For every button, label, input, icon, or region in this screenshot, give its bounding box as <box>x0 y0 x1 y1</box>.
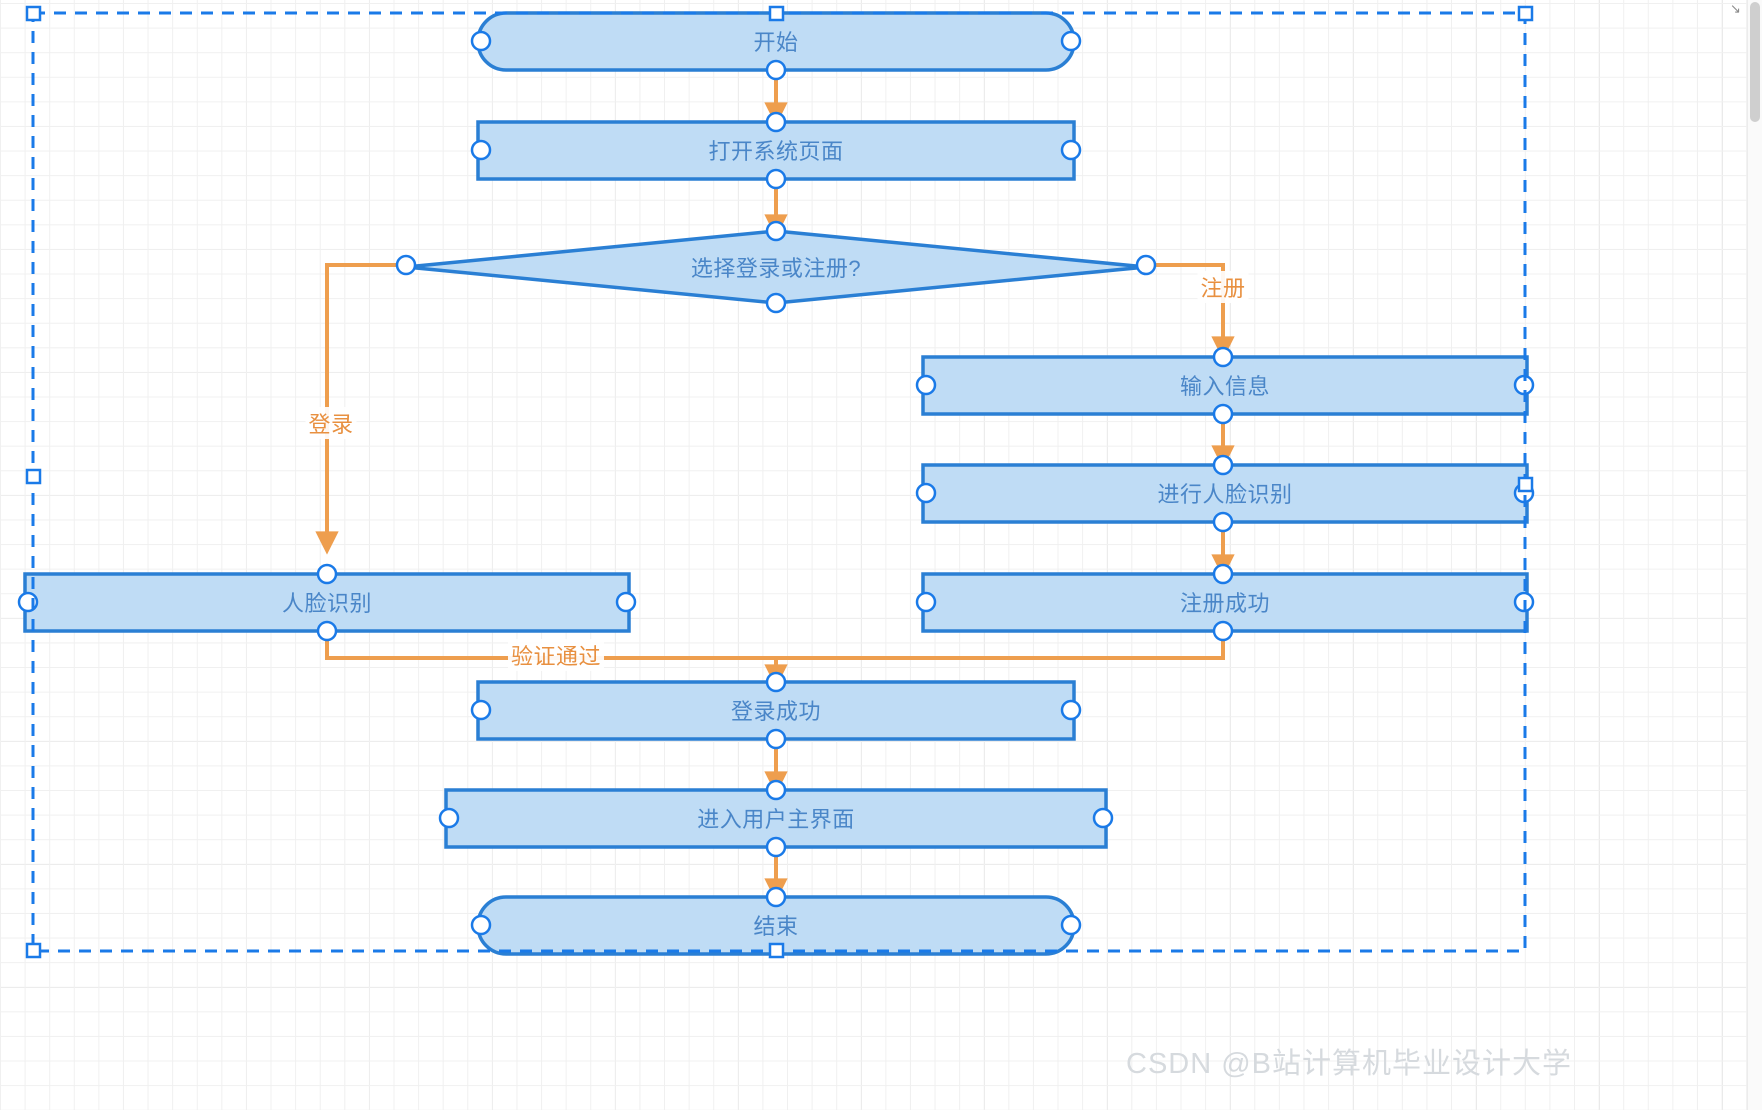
port-open-page-top[interactable] <box>765 111 787 133</box>
edge-label-verify-passed: 验证通过 <box>507 639 605 671</box>
resize-handle-top-left[interactable] <box>25 5 42 22</box>
port-end-left[interactable] <box>470 914 492 936</box>
port-input-info-bottom[interactable] <box>1212 403 1234 425</box>
port-do-face-bottom[interactable] <box>1212 511 1234 533</box>
port-face-login-bottom[interactable] <box>316 620 338 642</box>
edge-label-register: 注册 <box>1197 271 1249 303</box>
port-do-face-left[interactable] <box>915 482 937 504</box>
port-decision-bottom[interactable] <box>765 292 787 314</box>
vertical-scrollbar[interactable] <box>1747 0 1762 1110</box>
port-reg-success-top[interactable] <box>1212 563 1234 585</box>
resize-handle-bottom-left[interactable] <box>25 942 42 959</box>
port-user-home-right[interactable] <box>1092 807 1114 829</box>
port-user-home-left[interactable] <box>438 807 460 829</box>
port-start-right[interactable] <box>1060 30 1082 52</box>
port-login-ok-left[interactable] <box>470 699 492 721</box>
port-decision-right[interactable] <box>1135 254 1157 276</box>
resize-corner-icon: ↘ <box>1730 1 1741 16</box>
port-do-face-top[interactable] <box>1212 454 1234 476</box>
port-user-home-top[interactable] <box>765 779 787 801</box>
port-face-login-top[interactable] <box>316 563 338 585</box>
edge-reg-success-to-login-ok <box>776 631 1225 660</box>
port-login-ok-right[interactable] <box>1060 699 1082 721</box>
port-face-login-right[interactable] <box>615 591 637 613</box>
port-login-ok-top[interactable] <box>765 671 787 693</box>
port-input-info-top[interactable] <box>1212 346 1234 368</box>
port-login-ok-bottom[interactable] <box>765 728 787 750</box>
port-reg-success-left[interactable] <box>915 591 937 613</box>
port-start-bottom[interactable] <box>765 59 787 81</box>
port-decision-top[interactable] <box>765 220 787 242</box>
edge-label-login: 登录 <box>305 407 357 439</box>
edge-decision-to-input-info <box>1146 263 1235 360</box>
resize-handle-mid-left[interactable] <box>25 468 42 485</box>
resize-handle-bottom-center[interactable] <box>768 942 785 959</box>
port-open-page-bottom[interactable] <box>765 168 787 190</box>
nodes-group <box>23 11 1529 956</box>
resize-handle-mid-right[interactable] <box>1517 476 1534 493</box>
edge-decision-to-face-login <box>315 263 404 555</box>
port-end-top[interactable] <box>765 886 787 908</box>
vertical-scrollbar-thumb[interactable] <box>1750 2 1760 122</box>
port-decision-left[interactable] <box>395 254 417 276</box>
node-decision-shape[interactable] <box>405 229 1147 305</box>
watermark-text: CSDN @B站计算机毕业设计大学 <box>1126 1048 1573 1080</box>
port-reg-success-bottom[interactable] <box>1212 620 1234 642</box>
port-open-page-left[interactable] <box>470 139 492 161</box>
port-input-info-left[interactable] <box>915 374 937 396</box>
resize-handle-top-right[interactable] <box>1517 5 1534 22</box>
port-start-left[interactable] <box>470 30 492 52</box>
resize-handle-top-center[interactable] <box>768 5 785 22</box>
port-user-home-bottom[interactable] <box>765 836 787 858</box>
selection-handles-group <box>25 5 1534 959</box>
port-end-right[interactable] <box>1060 914 1082 936</box>
port-open-page-right[interactable] <box>1060 139 1082 161</box>
connection-ports-group <box>17 30 1535 936</box>
